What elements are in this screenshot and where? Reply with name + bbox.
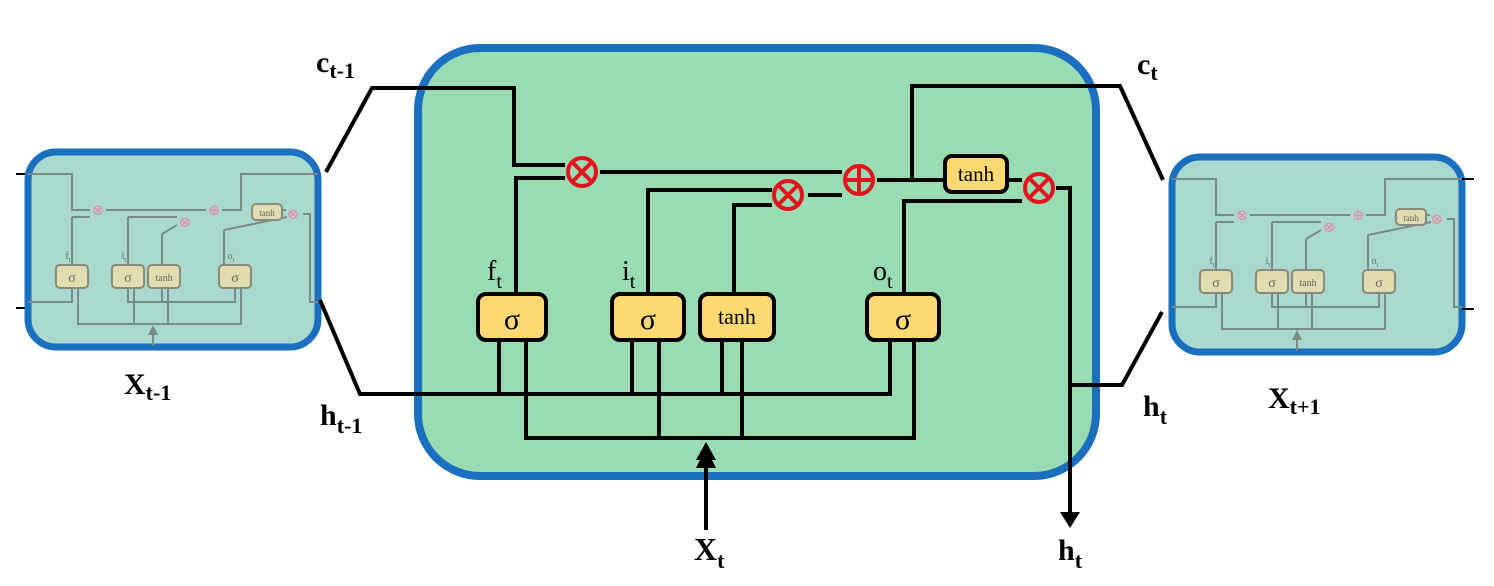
- input-gate: σ: [610, 292, 686, 342]
- h-curr-bottom-label: ht: [1058, 534, 1083, 573]
- x-prev-label: Xt-1: [124, 368, 171, 405]
- forget-gate-symbol: σ: [504, 303, 520, 336]
- output-gate-symbol: σ: [895, 303, 911, 336]
- input-multiply-operator: [772, 179, 804, 211]
- h-output-arrow: [1060, 512, 1080, 528]
- x-input-arrow: [696, 442, 716, 460]
- c-prev-label: ct-1: [316, 46, 355, 83]
- output-multiply-operator: [1023, 172, 1055, 204]
- forget-multiply-operator: [566, 156, 598, 188]
- output-gate: σ: [865, 292, 941, 342]
- cell-tanh-symbol: tanh: [958, 162, 995, 186]
- input-gate-label: it: [622, 256, 636, 293]
- c-curr-label: ct: [1137, 48, 1158, 85]
- x-next-label: Xt+1: [1268, 382, 1321, 419]
- next-cell: [1172, 157, 1474, 352]
- forget-gate: σ: [476, 292, 548, 342]
- cell-add-operator: [843, 164, 875, 196]
- cell-tanh-gate: tanh: [943, 154, 1009, 194]
- previous-cell: [16, 152, 318, 347]
- candidate-gate-symbol: tanh: [718, 304, 756, 329]
- h-curr-right-label: ht: [1143, 390, 1168, 429]
- forget-gate-label: ft: [487, 256, 502, 293]
- signal-lines: [318, 84, 1165, 530]
- x-curr-label: Xt: [694, 531, 725, 573]
- output-gate-label: ot: [873, 256, 893, 293]
- h-prev-label: ht-1: [320, 399, 362, 438]
- input-gate-symbol: σ: [640, 303, 656, 336]
- candidate-gate: tanh: [698, 292, 776, 342]
- lstm-cell-body: [414, 44, 1100, 480]
